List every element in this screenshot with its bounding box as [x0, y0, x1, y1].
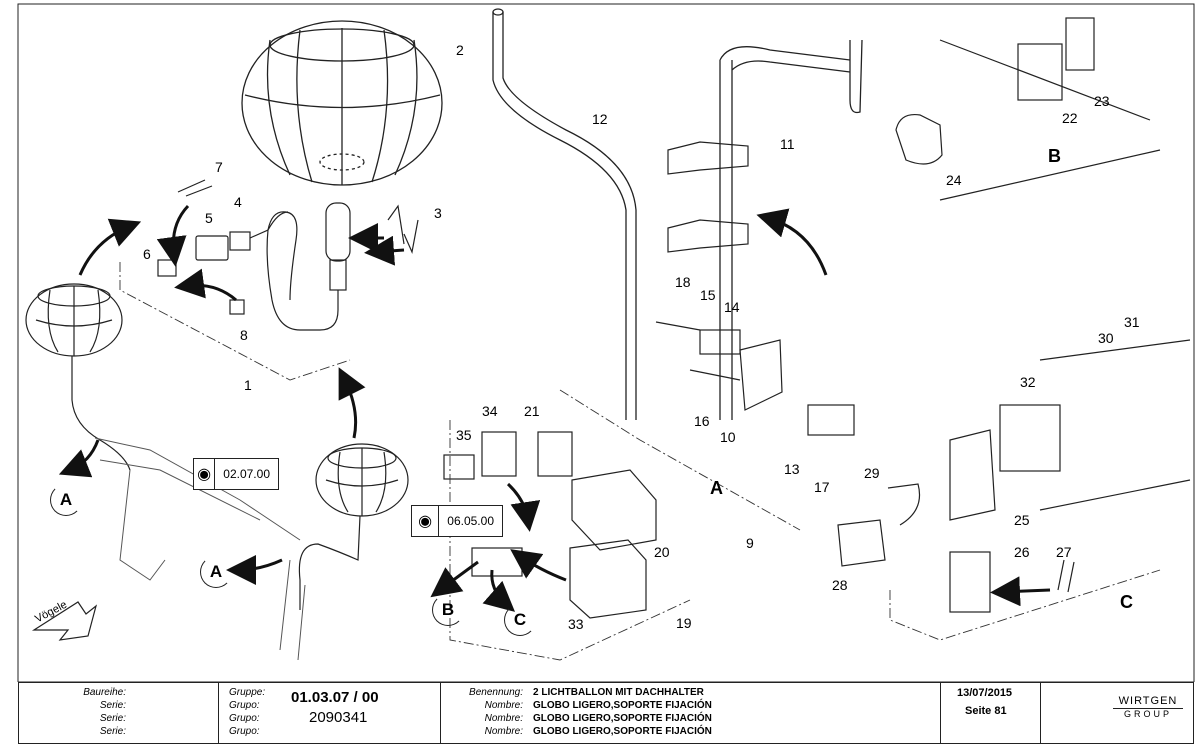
- label-gruppe: Gruppe:: [229, 687, 266, 698]
- section-letter-a: A: [710, 478, 723, 498]
- callout-25: 25: [1014, 512, 1030, 528]
- light-balloon-left: [25, 283, 131, 471]
- part-name-es: GLOBO LIGERO,SOPORTE FIJACIÓN: [533, 726, 712, 737]
- circle-ref-label: B: [441, 600, 455, 619]
- label-grupo: Grupo:: [229, 726, 260, 737]
- circle-ref-b[interactable]: B: [432, 594, 464, 626]
- callout-10: 10: [720, 429, 736, 445]
- motion-arrows: [58, 204, 1051, 612]
- callout-15: 15: [700, 287, 716, 303]
- callout-21: 21: [524, 403, 540, 419]
- vogele-direction-arrow: [31, 601, 98, 641]
- label-serie: Serie:: [99, 726, 126, 737]
- logo-wirtgen: WIRTGEN: [1113, 695, 1183, 709]
- mounting-mast: [492, 8, 863, 420]
- section-letter-b: B: [1048, 146, 1061, 166]
- part-name-es: GLOBO LIGERO,SOPORTE FIJACIÓN: [533, 713, 712, 724]
- label-nombre: Nombre:: [484, 726, 523, 737]
- callout-1: 1: [244, 377, 252, 393]
- callout-2: 2: [456, 42, 464, 58]
- callout-29: 29: [864, 465, 880, 481]
- callout-3: 3: [434, 205, 442, 221]
- circle-ref-a-left[interactable]: A: [50, 484, 82, 516]
- callout-18: 18: [675, 274, 691, 290]
- callout-30: 30: [1098, 330, 1114, 346]
- callout-12: 12: [592, 111, 608, 127]
- ref-box-02-07-00[interactable]: ◉ 02.07.00: [193, 458, 279, 490]
- section-letter-c: C: [1120, 592, 1133, 612]
- callout-23: 23: [1094, 93, 1110, 109]
- part-name-de: 2 LICHTBALLON MIT DACHHALTER: [533, 687, 704, 698]
- part-name-es: GLOBO LIGERO,SOPORTE FIJACIÓN: [533, 700, 712, 711]
- eye-icon: ◉: [194, 459, 216, 489]
- callout-7: 7: [215, 159, 223, 175]
- callout-19: 19: [676, 615, 692, 631]
- callout-34: 34: [482, 403, 498, 419]
- callout-11: 11: [780, 136, 795, 152]
- group-code: 01.03.07 / 00: [291, 689, 379, 706]
- ref-box-label: 02.07.00: [223, 467, 270, 481]
- exploded-parts-drawing: [17, 3, 1195, 682]
- part-number: 2090341: [309, 709, 368, 726]
- wirtgen-group-logo: WIRTGEN GROUP: [1113, 695, 1183, 719]
- date: 13/07/2015: [957, 687, 1013, 699]
- callout-20: 20: [654, 544, 670, 560]
- light-balloon-right: [298, 443, 409, 610]
- callout-8: 8: [240, 327, 248, 343]
- mounting-bracket: [655, 321, 855, 436]
- callout-32: 32: [1020, 374, 1036, 390]
- connector-parts: [157, 179, 419, 315]
- callout-16: 16: [694, 413, 710, 429]
- callout-33: 33: [568, 616, 584, 632]
- roof-frame: [94, 437, 306, 661]
- callout-9: 9: [746, 535, 754, 551]
- light-balloon-large: [241, 20, 443, 186]
- callout-22: 22: [1062, 110, 1078, 126]
- circle-ref-c[interactable]: C: [504, 604, 536, 636]
- label-nombre: Nombre:: [484, 700, 523, 711]
- circle-ref-label: A: [209, 562, 223, 581]
- callout-6: 6: [143, 246, 151, 262]
- ref-box-06-05-00[interactable]: ◉ 06.05.00: [411, 505, 503, 537]
- label-baureihe: Baureihe:: [83, 687, 126, 698]
- callout-14: 14: [724, 299, 740, 315]
- label-serie: Serie:: [99, 713, 126, 724]
- circle-ref-label: A: [59, 490, 73, 509]
- label-serie: Serie:: [99, 700, 126, 711]
- circle-ref-a-middle[interactable]: A: [200, 556, 232, 588]
- mast-clamps: [667, 141, 749, 253]
- lamp-bulb: [266, 202, 351, 331]
- logo-group: GROUP: [1123, 709, 1172, 719]
- callout-28: 28: [832, 577, 848, 593]
- title-block: Baureihe: Serie: Serie: Serie: Gruppe: G…: [18, 682, 1194, 744]
- label-nombre: Nombre:: [484, 713, 523, 724]
- callout-17: 17: [814, 479, 830, 495]
- callout-27: 27: [1056, 544, 1072, 560]
- socket-assembly: [837, 339, 1191, 613]
- callout-4: 4: [234, 194, 242, 210]
- circle-ref-label: C: [513, 610, 527, 629]
- callout-13: 13: [784, 461, 800, 477]
- label-grupo: Grupo:: [229, 713, 260, 724]
- eye-icon: ◉: [412, 506, 440, 536]
- callout-31: 31: [1124, 314, 1140, 330]
- page-number: Seite 81: [965, 705, 1007, 717]
- switch-assembly: [895, 17, 1161, 201]
- callout-24: 24: [946, 172, 962, 188]
- drawing-frame: [17, 3, 1195, 682]
- ref-box-label: 06.05.00: [447, 514, 494, 528]
- label-benennung: Benennung:: [469, 687, 523, 698]
- callout-35: 35: [456, 427, 472, 443]
- label-grupo: Grupo:: [229, 700, 260, 711]
- callout-5: 5: [205, 210, 213, 226]
- callout-26: 26: [1014, 544, 1030, 560]
